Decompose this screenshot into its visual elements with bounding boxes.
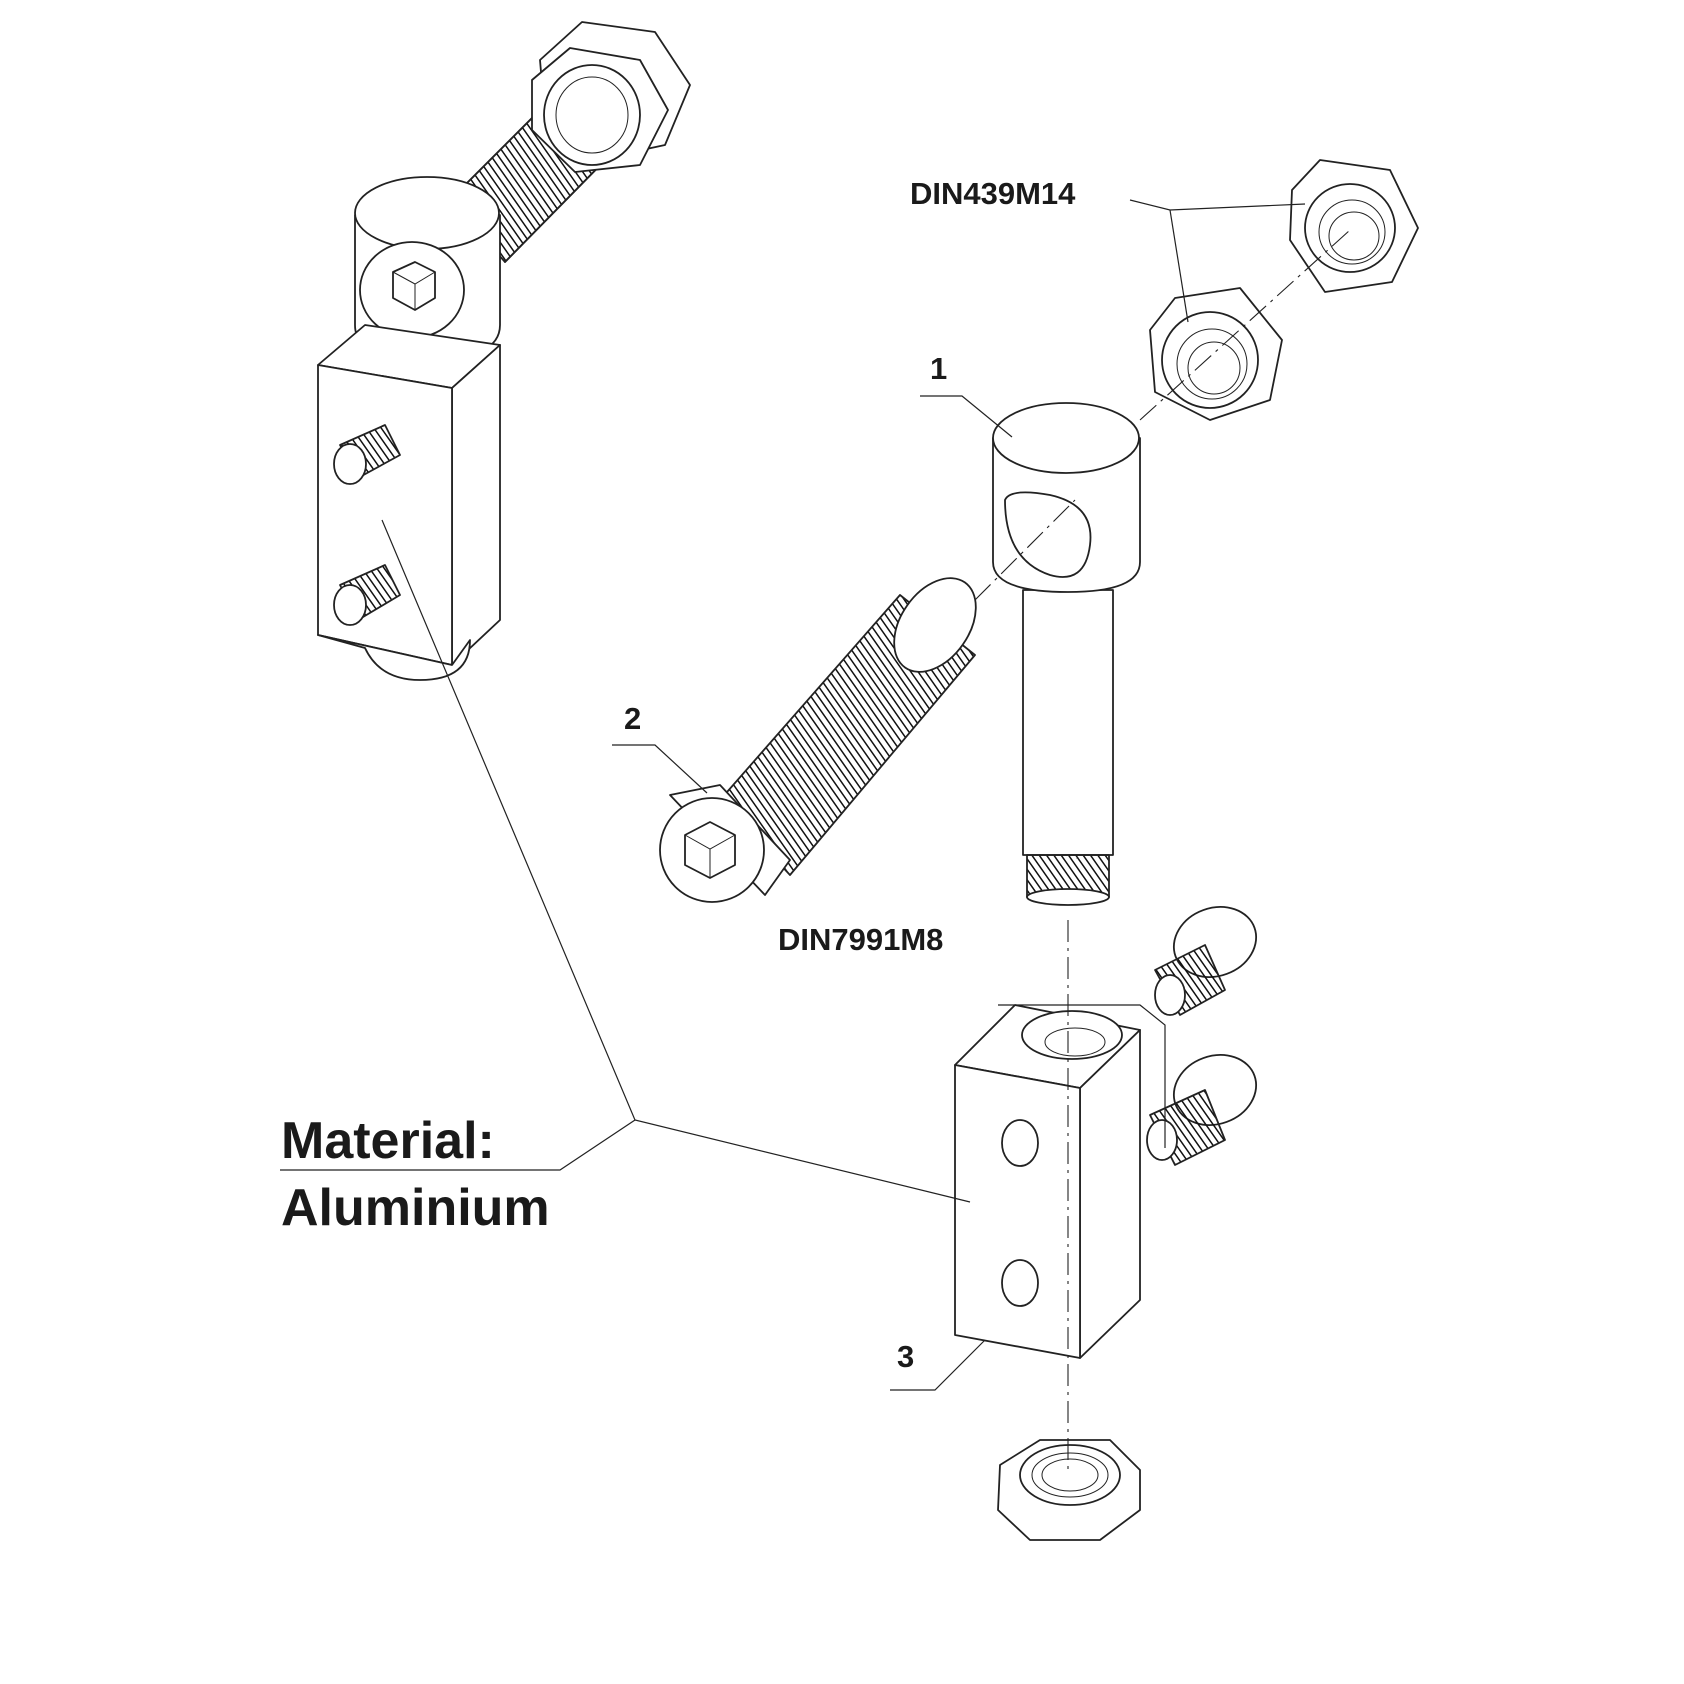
assembled-block [317, 324, 501, 681]
label-part-3: 3 [897, 1339, 914, 1374]
part-1-pin [992, 402, 1141, 906]
label-material-heading: Material: [281, 1112, 495, 1170]
part-1-thread-tip [1026, 854, 1110, 906]
countersunk-screw-upper [1154, 906, 1258, 1016]
assembled-view [317, 21, 691, 681]
assembled-hex-nuts [531, 21, 691, 173]
center-lines [974, 229, 1351, 1470]
hex-nut-lower [1149, 287, 1283, 421]
hex-nut-upper [1289, 159, 1419, 293]
label-material-value: Aluminium [281, 1179, 550, 1237]
assembled-screw-lower [333, 564, 401, 626]
part-2-socket-bolt [659, 577, 977, 903]
label-part-1: 1 [930, 351, 947, 386]
countersunk-screw-lower [1146, 1054, 1258, 1166]
hex-nut-bottom [997, 1439, 1141, 1541]
label-din7991m8: DIN7991M8 [778, 922, 943, 957]
label-din439m14: DIN439M14 [910, 176, 1076, 211]
assembled-screw-upper [333, 424, 401, 485]
leader-lines [280, 199, 1306, 1391]
part-3-block [954, 1004, 1141, 1359]
label-part-2: 2 [624, 701, 641, 736]
